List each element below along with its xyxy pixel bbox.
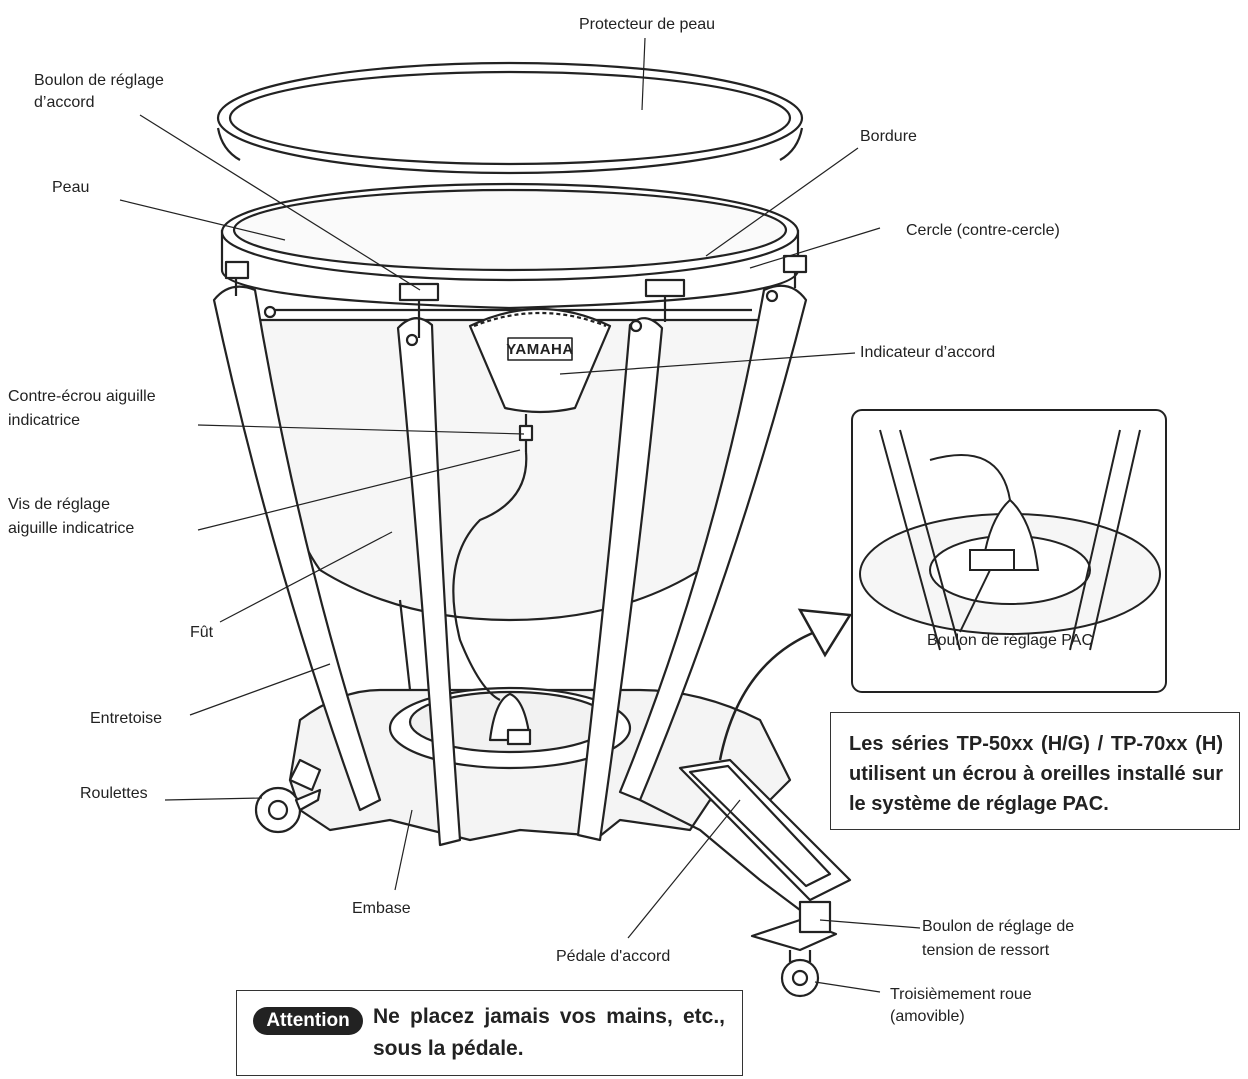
attention-box: Attention Ne placez jamais vos mains, et… — [236, 990, 743, 1076]
drum-rim — [220, 182, 800, 310]
label-troisieme-1: Troisièmement roue — [890, 986, 1032, 1003]
arrow-head — [797, 608, 853, 658]
label-peau: Peau — [52, 179, 90, 196]
label-contre-ecrou-1: Contre-écrou aiguille — [8, 388, 156, 405]
head-protector — [216, 61, 804, 175]
attention-text: Ne placez jamais vos mains, etc., sous l… — [373, 1005, 725, 1060]
label-boulon-ressort-1: Boulon de réglage de — [922, 918, 1075, 935]
label-pedale: Pédale d'accord — [556, 948, 671, 965]
drum-illustration — [212, 61, 852, 998]
label-boulon-accord-1: Boulon de réglage — [34, 72, 164, 89]
label-boulon-accord-2: d’accord — [34, 94, 95, 111]
leader-lines — [119, 37, 921, 993]
attention-tag: Attention — [253, 1007, 363, 1035]
note-box: Les séries TP-50xx (H/G) / TP-70xx (H) u… — [830, 712, 1240, 830]
label-contre-ecrou-2: indicatrice — [8, 412, 81, 429]
yamaha-logo: YAMAHA — [506, 341, 574, 358]
label-roulettes: Roulettes — [80, 785, 148, 802]
label-protecteur: Protecteur de peau — [578, 16, 716, 33]
label-pac: Boulon de réglage PAC — [926, 632, 1094, 649]
label-entretoise: Entretoise — [90, 710, 163, 727]
note-text: Les séries TP-50xx (H/G) / TP-70xx (H) u… — [849, 733, 1223, 815]
label-vis-1: Vis de réglage — [8, 496, 110, 513]
tuning-pedal — [639, 758, 852, 934]
callout-arrow — [718, 628, 821, 761]
label-bordure: Bordure — [860, 128, 917, 145]
label-embase: Embase — [352, 900, 411, 917]
label-indicateur: Indicateur d’accord — [860, 344, 996, 361]
tuning-gauge — [452, 308, 612, 701]
label-cercle: Cercle (contre-cercle) — [906, 222, 1060, 239]
struts — [212, 284, 808, 847]
label-fut: Fût — [190, 624, 214, 641]
label-troisieme-2: (amovible) — [890, 1008, 965, 1025]
label-boulon-ressort-2: tension de ressort — [922, 942, 1050, 959]
label-vis-2: aiguille indicatrice — [8, 520, 135, 537]
inset-detail — [851, 409, 1167, 693]
tuning-bolts — [224, 254, 808, 338]
